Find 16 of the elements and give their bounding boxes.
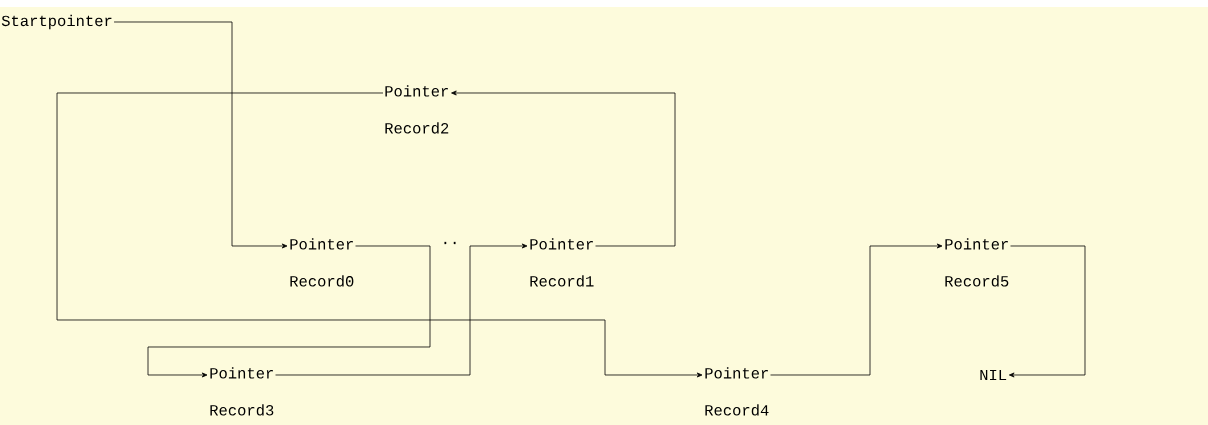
arrow: [770, 243, 943, 376]
pointer-record-label: Pointer Record1: [530, 238, 594, 287]
pointer-record-label: Pointer Record3: [210, 367, 274, 416]
pointer-record-label: Pointer Record4: [705, 367, 769, 416]
pointer-record-label: Pointer Record0: [290, 238, 354, 287]
pointer-label: NIL: [980, 369, 1007, 381]
arrow: [451, 90, 676, 247]
pointer-label: Startpointer: [1, 14, 112, 30]
arrow: [275, 243, 528, 376]
arrow: [1008, 245, 1086, 378]
gap-dots: ..: [444, 241, 456, 245]
pointer-record-label: Pointer Record5: [945, 238, 1009, 287]
arrow: [113, 21, 288, 249]
pointer-record-label: Pointer Record2: [385, 85, 449, 134]
arrow: [56, 92, 703, 378]
arrow: [147, 245, 431, 378]
